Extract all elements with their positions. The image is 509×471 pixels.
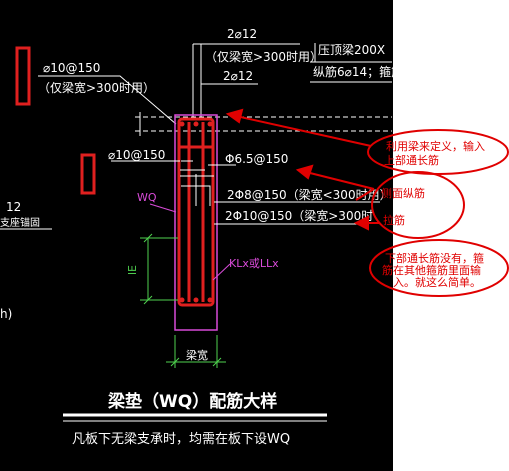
rebar-dots [179,121,213,303]
note-4-line-1: 下部通长筋没有，箍 [385,251,484,265]
left-paren-label: h) [0,307,12,321]
side-bar-label-2: 2Φ10@150（梁宽>300时 [225,208,373,223]
left-anchor-label: 支座锚固 [0,216,40,229]
dim-beam-width-lines [166,335,226,368]
dim-le-lines [140,233,178,305]
mid-bar-label: 2⌀12 [223,69,253,83]
beam-width-label: 梁宽 [186,348,208,362]
note-1-line-2: 上部通长筋 [384,153,439,167]
klx-leader [212,263,231,281]
note-3: 拉筋 [383,213,405,227]
note-4-line-3: 入。就这么简单。 [393,275,481,289]
left-stirrup-label: ⌀10@150 [108,148,165,162]
top-stirrup-note: （仅梁宽>300时用） [38,80,155,95]
cap-beam-rebar: 纵筋6⌀14；箍筋 [313,64,403,79]
cad-background [0,0,393,471]
top-stirrup-label: ⌀10@150 [43,61,100,75]
drawing-title: 梁垫（WQ）配筋大样 [107,391,277,412]
left-rebar-fragment [15,46,96,195]
wq-label: WQ [137,191,157,204]
leader-lines [38,43,392,125]
wq-wall-outline [174,114,218,331]
footnote: 凡板下无梁支承时，均需在板下设WQ [72,432,290,447]
cap-beam-label: 压顶梁200X [318,42,385,57]
wq-leader [149,203,177,213]
dim-le-label: lE [126,265,139,275]
left-rebar-label: 12 [6,200,21,214]
note-1-line-1: 利用梁来定义，输入 [386,139,485,153]
note-2: 侧面纵筋 [381,186,425,200]
note-4-line-2: 筋在其他箍筋里面输 [382,263,481,277]
stirrup-detail-lines [111,160,380,225]
rebar-cage [177,117,215,307]
side-bar-label-1: 2Φ8@150（梁宽<300时用） [227,187,392,202]
annotation-markup [225,108,509,297]
stirrup-6-5-label: Φ6.5@150 [225,152,288,166]
top-bar-label: 2⌀12 [227,27,257,41]
klx-label: KLx或LLx [229,257,279,270]
top-bar-note: （仅梁宽>300时用） [205,49,322,64]
